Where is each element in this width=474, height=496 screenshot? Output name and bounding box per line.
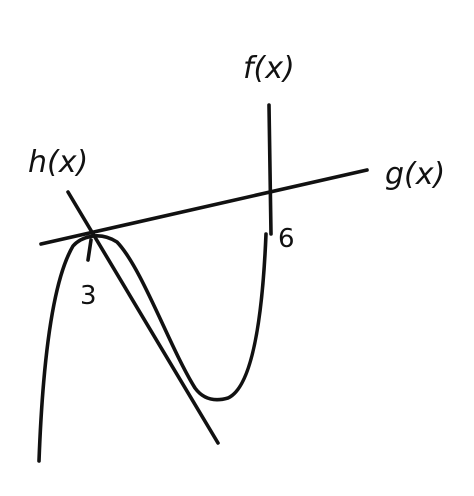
- line-h: [66, 190, 220, 445]
- line-g: [39, 168, 369, 246]
- label-h: h(x): [28, 145, 88, 180]
- tick-label-6: 6: [278, 224, 295, 254]
- curve-f: [37, 232, 268, 463]
- vertical-line-x6: [267, 103, 273, 236]
- tick-label-3: 3: [80, 281, 97, 311]
- label-f: f(x): [243, 51, 295, 86]
- tick-x3: [86, 238, 93, 262]
- label-g: g(x): [385, 157, 445, 192]
